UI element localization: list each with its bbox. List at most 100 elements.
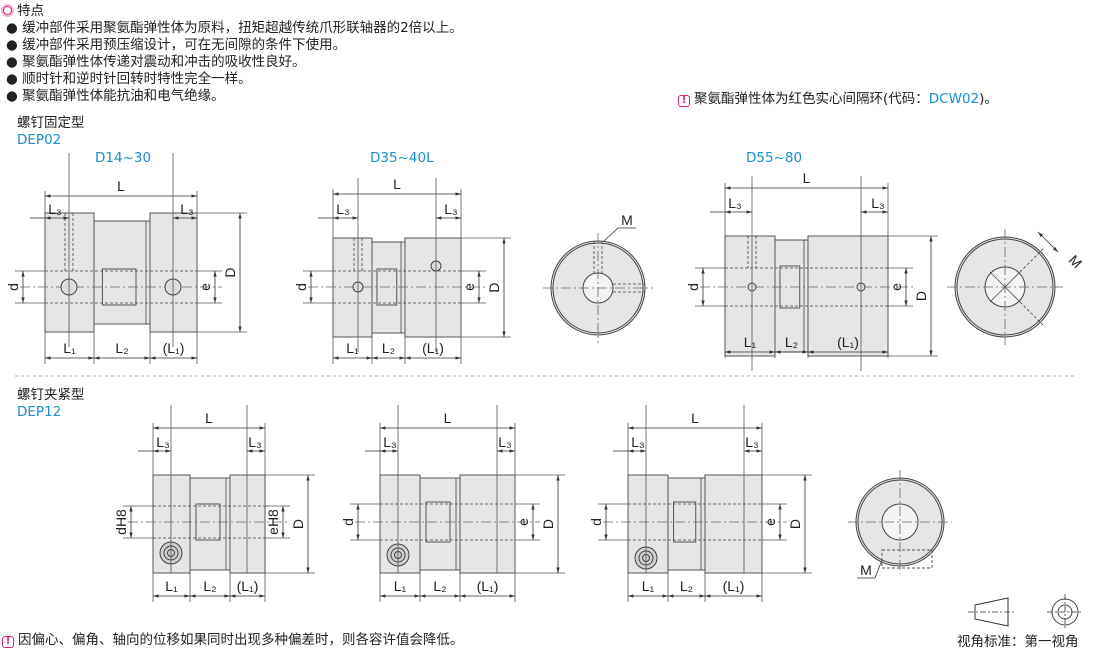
dimension-label: (L₁) [477,578,499,594]
dimension-label: L₁ [165,578,178,594]
dimension-label: L₃ [336,201,350,217]
feature-item: ● 聚氨酯弹性体传递对震动和冲击的吸收性良好。 [6,54,306,70]
end-view-dep12: M [848,470,952,579]
dimension-label: L₃ [631,434,645,450]
dimension-label: L₂ [433,578,446,594]
dimension-label: L₁ [63,340,76,356]
dimension-label: L₁ [394,578,407,594]
dimension-label: L₁ [642,578,655,594]
left-hub [332,237,373,338]
dimension-label: L [117,178,125,194]
feature-item: ● 顺时针和逆时针回转时特性完全一样。 [6,71,252,87]
features-list: ● 缓冲部件采用聚氨酯弹性体为原料，扭矩超越传统爪形联轴器的2倍以上。 ● 缓冲… [6,20,463,105]
dimension-label: L₃ [180,201,194,217]
dimension-label: L₃ [745,434,759,450]
feature-item: ● 缓冲部件采用预压缩设计，可在无间隙的条件下使用。 [6,37,347,53]
dimension-label: d [685,283,701,291]
dimension-label: L₂ [785,334,798,350]
warning-icon: ! [678,95,690,107]
variant-label: D55~80 [746,150,803,166]
dimension-label: e [762,518,778,526]
feature-text: 缓冲部件采用预压缩设计，可在无间隙的条件下使用。 [22,37,347,53]
dimension-label: L₃ [48,201,62,217]
dimension-label: (L₁) [237,578,259,594]
end-view-d35: M [543,212,653,343]
dimension-label: (L₁) [723,578,745,594]
features-heading: 特点 [1,3,44,20]
right-hub [404,237,462,338]
dimension-label: L₂ [115,340,128,356]
leader-line [874,559,883,579]
dimension-label: d [340,518,356,526]
features-title: 特点 [17,3,44,19]
drawing-line [1019,246,1046,273]
dimension-label: L [803,170,811,186]
dimension-label: L₃ [498,434,512,450]
dimension-label: L₃ [248,434,262,450]
leader-line [603,227,619,242]
dimension-label: (L₁) [422,340,444,356]
section-clamp-code: DEP12 [17,404,62,420]
dimension-label: D [913,291,929,301]
dimension-label: L₃ [383,434,397,450]
dimension-label: L₂ [382,340,395,356]
dimension-label: e [197,283,213,291]
left-hub [44,212,95,333]
dimension-label: M [860,562,872,578]
note-top-code: DCW02 [928,91,980,107]
note-bottom: !因偏心、偏角、轴向的位移如果同时出现多种偏差时，则各容许值会降低。 [2,632,464,649]
feature-item: ● 聚氨酯弹性体能抗油和电气绝缘。 [6,88,225,104]
dimension-label: L₃ [871,195,885,211]
note-bottom-text: 因偏心、偏角、轴向的位移如果同时出现多种偏差时，则各容许值会降低。 [18,632,464,648]
variant-label: D14~30 [95,150,152,166]
feature-text: 聚氨酯弹性体传递对震动和冲击的吸收性良好。 [22,54,306,70]
dimension-label: D [290,519,306,529]
section-fixed-title: 螺钉固定型 [17,115,85,131]
circle-bullet-icon [1,4,14,17]
note-top: !聚氨酯弹性体为红色实心间隔环(代码：DCW02)。 [678,91,998,108]
dimension-label: D [540,519,556,529]
projection-label: 视角标准：第一视角 [957,634,1079,650]
dimension-line [1037,231,1059,253]
dimension-label: D [787,519,803,529]
dimension-label: d [293,283,309,291]
dimension-label: L₁ [346,340,359,356]
dimension-label: e [888,283,904,291]
dimension-label: L₃ [156,434,170,450]
feature-text: 聚氨酯弹性体能抗油和电气绝缘。 [22,88,225,104]
right-hub [459,474,516,574]
dimension-label: eH8 [265,509,281,535]
note-top-suffix: )。 [979,91,998,107]
drawing-d14-30: L L₃ L₃ L₁ L₂ (L₁) d e D [5,153,247,364]
drawing-line [1019,301,1046,328]
section-clamp-title: 螺钉夹紧型 [17,387,85,403]
dimension-label: D [222,267,238,277]
dimension-label: L [393,176,401,192]
dimension-label: D [486,282,502,292]
bore-hole [881,503,919,541]
dimension-label: M [621,212,633,228]
left-hub [724,235,776,357]
dimension-label: L₃ [728,195,742,211]
dimension-label: e [515,518,531,526]
dimension-label: L₂ [680,578,693,594]
right-hub [149,212,198,333]
dimension-label: L₁ [744,334,757,350]
feature-text: 顺时针和逆时针回转时特性完全一样。 [22,71,252,87]
right-hub [229,474,266,574]
dimension-label: e [461,283,477,291]
right-hub [704,474,763,574]
dimension-label: (L₁) [163,340,185,356]
dimension-label: d [5,283,21,291]
end-view-d55: M [947,229,1085,345]
clamp-slot [881,549,933,569]
dimension-label: L [205,410,213,426]
feature-text: 缓冲部件采用聚氨酯弹性体为原料，扭矩超越传统爪形联轴器的2倍以上。 [22,20,463,36]
section-fixed-code: DEP02 [17,132,62,148]
first-angle-projection-icon [968,594,1083,630]
